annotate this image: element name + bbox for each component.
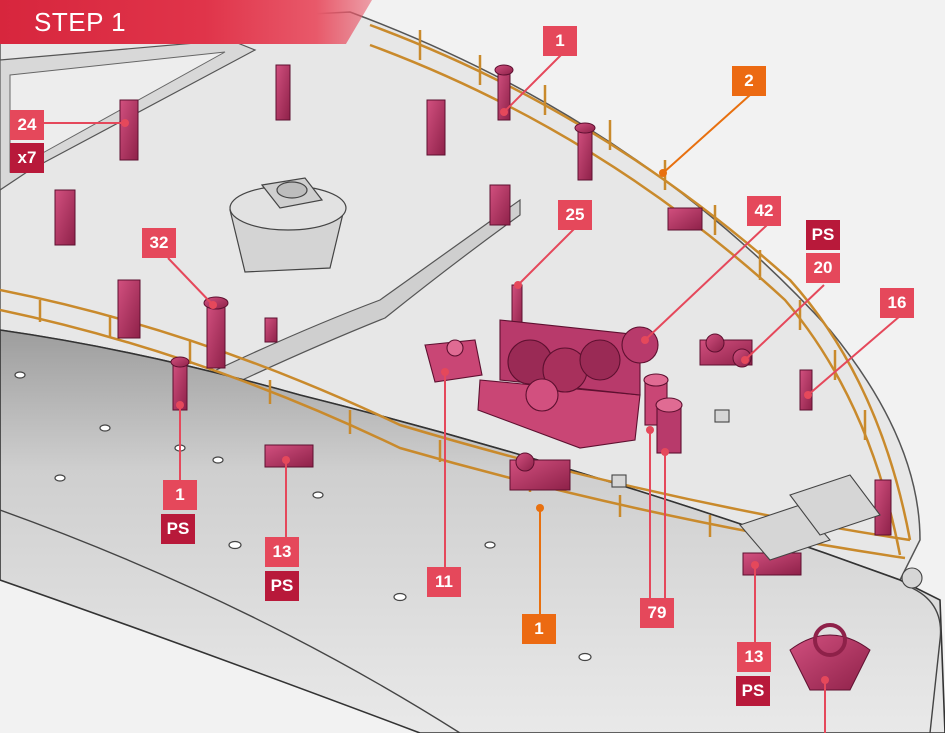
part-label-11: 11 — [427, 567, 461, 597]
part-label-1-top: 1 — [543, 26, 577, 56]
hull-side — [0, 329, 945, 733]
part-label-32: 32 — [142, 228, 176, 258]
fittings — [54, 64, 892, 691]
windlass — [424, 319, 683, 454]
part-label-1-bottom: 1 — [522, 614, 556, 644]
leader-lines — [42, 54, 901, 733]
part-label-24: 24 — [10, 110, 44, 140]
part-label-16: 16 — [880, 288, 914, 318]
part-label-20: 20 — [806, 253, 840, 283]
part-label-79: 79 — [640, 598, 674, 628]
portholes — [14, 371, 592, 662]
part-label-13-left: 13 — [265, 537, 299, 567]
gun-mount-base — [229, 177, 347, 273]
ps-label-13-left: PS — [265, 571, 299, 601]
part-label-2: 2 — [732, 66, 766, 96]
ps-label-13-right: PS — [736, 676, 770, 706]
part-label-25: 25 — [558, 200, 592, 230]
ps-label-1-left: PS — [161, 514, 195, 544]
deck-coaming — [194, 198, 521, 401]
part-label-42: 42 — [747, 196, 781, 226]
part-label-13-right: 13 — [737, 642, 771, 672]
ps-label-20: PS — [806, 220, 840, 250]
quantity-label-x7: x7 — [10, 143, 44, 173]
step-banner: STEP 1 — [0, 0, 372, 44]
part-label-1-left: 1 — [163, 480, 197, 510]
railing — [0, 23, 912, 560]
chain-pipes — [611, 409, 923, 589]
